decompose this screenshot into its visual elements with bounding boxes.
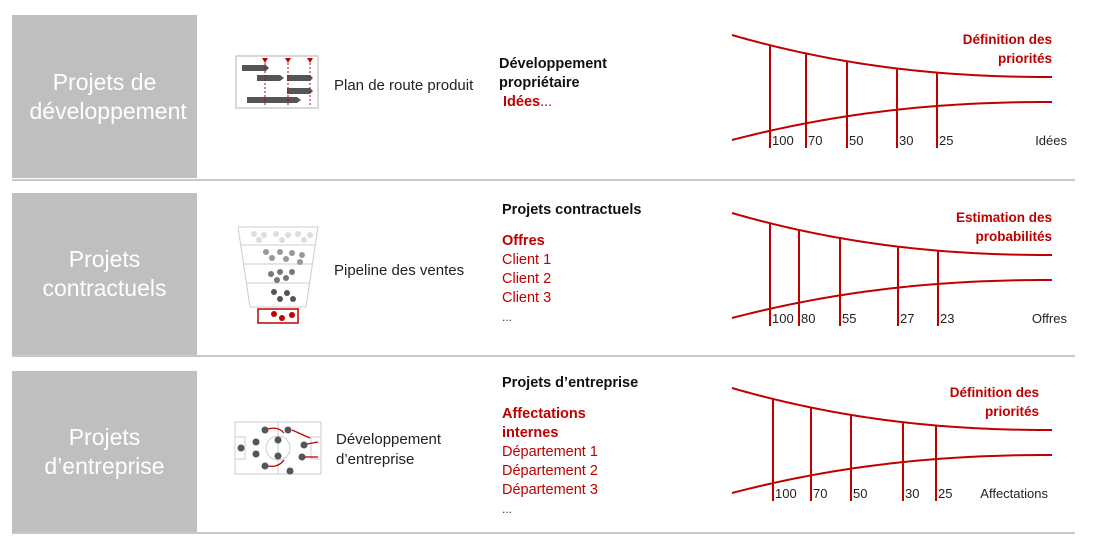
- category-label: Projets d’entreprise: [12, 371, 197, 532]
- funnel-chart: 100 70 50 30 25 Idées Définition des priorités: [731, 32, 1067, 148]
- stage-value: 70: [813, 486, 827, 501]
- project-text: Développement propriétaire Idées...: [499, 55, 629, 112]
- subheading: Offres: [502, 233, 545, 249]
- item: ...: [540, 94, 553, 110]
- tool-label: Plan de route produit: [334, 77, 474, 94]
- category-text: Projets de développement: [29, 68, 187, 124]
- funnel-title: priorités: [998, 51, 1052, 66]
- stage-value: 50: [849, 133, 863, 148]
- item: ...: [502, 502, 513, 516]
- item: ...: [502, 310, 513, 324]
- project-text: Projets d’entreprise Affectations intern…: [502, 374, 638, 519]
- heading: Projets contractuels: [502, 202, 642, 218]
- tool-label: Pipeline des ventes: [334, 262, 465, 279]
- funnel-title: Estimation des: [956, 210, 1052, 225]
- funnel-title: Définition des: [963, 32, 1052, 47]
- funnel-bottom-curve: [731, 454, 1053, 494]
- stage-value: 25: [938, 486, 952, 501]
- stage-value: 30: [899, 133, 913, 148]
- funnel-title: Définition des: [950, 385, 1039, 400]
- item: Département 1: [502, 444, 598, 460]
- funnel-end-label: Affectations: [980, 486, 1048, 501]
- stage-value: 100: [772, 311, 794, 326]
- heading: Développement propriétaire: [499, 56, 607, 91]
- funnel-title: priorités: [985, 404, 1039, 419]
- project-text: Projets contractuels Offres Client 1 Cli…: [502, 201, 641, 327]
- divider: [12, 179, 1075, 181]
- divider: [12, 532, 1075, 534]
- item: Département 3: [502, 482, 598, 498]
- item: Client 1: [502, 252, 552, 268]
- stage-value: 23: [940, 311, 954, 326]
- category-text: Projets d’entreprise: [44, 423, 165, 479]
- heading: Projets d’entreprise: [502, 375, 639, 391]
- funnel-bottom-curve: [731, 279, 1053, 319]
- subheading: Idées: [503, 94, 541, 110]
- subheading: Affectations internes: [502, 406, 586, 441]
- stage-value: 25: [939, 133, 953, 148]
- stage-value: 70: [808, 133, 822, 148]
- item: Département 2: [502, 463, 598, 479]
- category-text: Projets contractuels: [42, 246, 167, 301]
- funnel-top-curve: [731, 34, 1053, 78]
- stage-value: 80: [801, 311, 815, 326]
- stage-value: 100: [775, 486, 797, 501]
- funnel-title: probabilités: [975, 229, 1052, 244]
- stage-value: 30: [905, 486, 919, 501]
- divider: [12, 355, 1075, 357]
- funnel-top-curve: [731, 387, 1053, 431]
- stage-value: 100: [772, 133, 794, 148]
- stage-value: 27: [900, 311, 914, 326]
- funnel-bottom-curve: [731, 101, 1053, 141]
- sales-funnel-icon: [237, 226, 319, 324]
- funnel-chart: 100 80 55 27 23 Offres Estimation des probabili…: [731, 210, 1068, 326]
- category-label: Projets de développement: [12, 15, 197, 178]
- funnel-chart: 100 70 50 30 25 Affectations Définition des pri…: [731, 385, 1053, 501]
- stage-value: 50: [853, 486, 867, 501]
- item: Client 3: [502, 290, 552, 306]
- stage-value: 55: [842, 311, 856, 326]
- funnel-top-curve: [731, 212, 1053, 256]
- funnel-end-label: Idées: [1035, 133, 1067, 148]
- tool-label: Développement d’entreprise: [336, 431, 442, 468]
- category-label: Projets contractuels: [12, 193, 197, 355]
- funnel-end-label: Offres: [1032, 311, 1068, 326]
- roadmap-icon: [235, 55, 319, 109]
- football-field-icon: [234, 421, 322, 475]
- item: Client 2: [502, 271, 552, 287]
